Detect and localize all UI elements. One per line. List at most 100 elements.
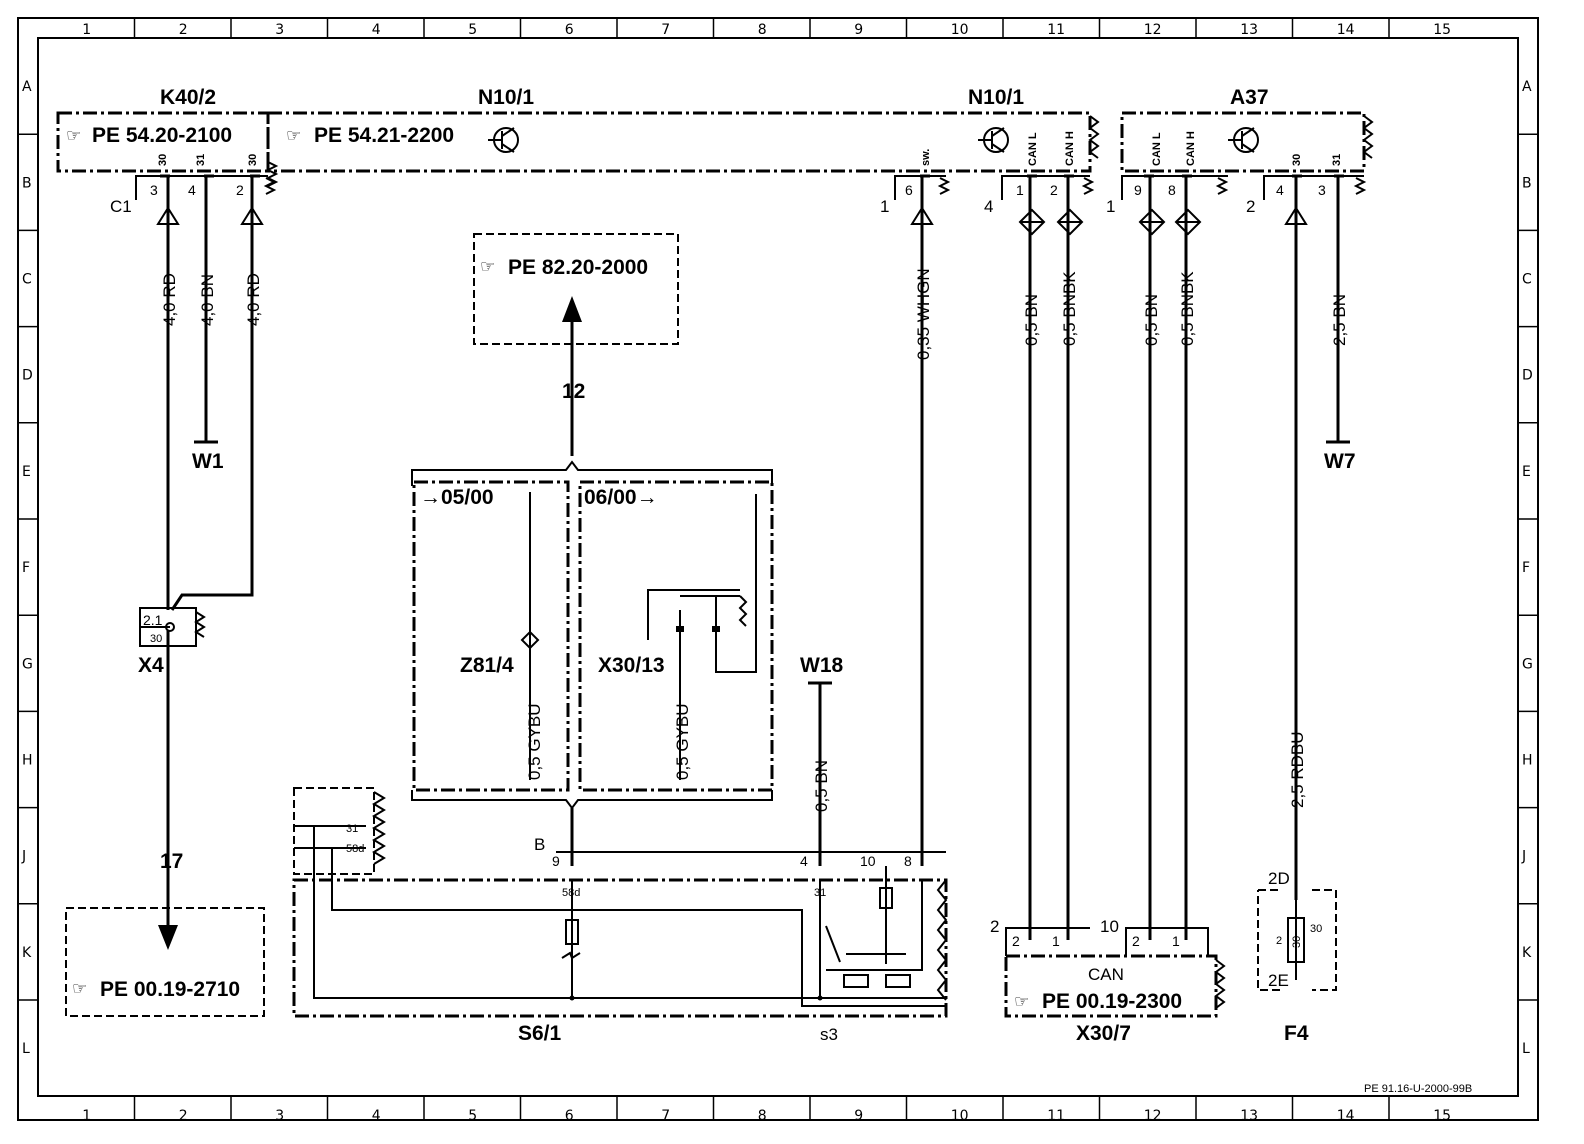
k40-2-pin-30b: 30 <box>247 154 259 166</box>
s6-1-b-label: B <box>534 835 545 854</box>
pe-82-ref: PE 82.20-2000 <box>508 256 648 279</box>
x30-7-ref: PE 00.19-2300 <box>1042 990 1182 1013</box>
frame: 1122334455667788991010111112121313141415… <box>17 17 1539 1124</box>
grid-col-bottom-7: 7 <box>661 1108 670 1124</box>
grid-row-right-J: J <box>1521 849 1526 865</box>
x30-7-group-2: 2 <box>990 917 999 936</box>
arrow-up-label: 12 <box>562 380 585 403</box>
n10-1-sw-connector: 1 6 <box>880 175 951 216</box>
n10-1-left-label: N10/1 <box>478 86 534 109</box>
f4-fuse-value: 30 <box>1291 936 1303 948</box>
f4-label: F4 <box>1284 1022 1309 1045</box>
grid-col-top-5: 5 <box>468 22 477 38</box>
grid-col-top-10: 10 <box>951 22 969 38</box>
x30-7-pin-1: 1 <box>1052 933 1060 949</box>
n10-1-ref-icon: ☞ <box>286 126 301 145</box>
grid-col-bottom-9: 9 <box>854 1108 863 1124</box>
grid-col-bottom-4: 4 <box>372 1108 381 1124</box>
variant-right-label: 06/00→ <box>584 486 658 509</box>
grid-col-bottom-15: 15 <box>1433 1108 1451 1124</box>
grid-col-bottom-3: 3 <box>275 1108 284 1124</box>
wire-n10-sw: 0,35 WHGN <box>914 268 933 360</box>
grid-col-bottom-10: 10 <box>951 1108 969 1124</box>
a37-can-pin-9: 9 <box>1134 182 1142 198</box>
wire-can2-h: 0,5 BNBK <box>1178 271 1197 346</box>
a37-pin-can-l: CAN L <box>1151 132 1163 166</box>
connector-arrows <box>156 206 1308 236</box>
x30-7-pin-2: 2 <box>1012 933 1020 949</box>
grid-col-bottom-6: 6 <box>565 1108 574 1124</box>
z81-4-label: Z81/4 <box>460 654 514 677</box>
n10-1-sw-connector-label: 1 <box>880 197 889 216</box>
grid-col-top-9: 9 <box>854 22 863 38</box>
a37-can-connector: 1 9 8 <box>1106 175 1229 216</box>
grid-row-right-B: B <box>1522 175 1532 191</box>
k40-2-connector: C1 3 4 2 <box>110 175 277 216</box>
s6-1-pin-9: 9 <box>552 853 560 869</box>
x30-13-label: X30/13 <box>598 654 665 677</box>
wire-f4: 2,5 RDBU <box>1288 731 1307 808</box>
n10-1-can-connector-label: 4 <box>984 197 993 216</box>
k40-2-ref-icon: ☞ <box>66 126 81 145</box>
grid-row-left-J: J <box>21 849 26 865</box>
pe-00-2710-icon: ☞ <box>72 979 87 998</box>
k40-2-pin-num-2: 2 <box>236 182 244 198</box>
grid-row-left-C: C <box>22 272 32 288</box>
f4-top-label: 2D <box>1268 869 1290 888</box>
grid-col-bottom-12: 12 <box>1144 1108 1162 1124</box>
grid-row-right-F: F <box>1522 560 1530 576</box>
grid-col-top-3: 3 <box>275 22 284 38</box>
grid-col-bottom-11: 11 <box>1047 1108 1065 1124</box>
w7-label: W7 <box>1324 450 1356 473</box>
grid-row-right-C: C <box>1522 272 1532 288</box>
x30-7-pin-1b: 1 <box>1172 933 1180 949</box>
n10-1-can-pin-2: 2 <box>1050 182 1058 198</box>
f4-bottom-label: 2E <box>1268 971 1289 990</box>
footer-code: PE 91.16-U-2000-99B <box>1364 1083 1472 1095</box>
wire-z81: 0,5 GYBU <box>525 703 544 780</box>
wire-can1-h: 0,5 BNBK <box>1060 271 1079 346</box>
pe-00-2710-ref: PE 00.19-2710 <box>100 978 240 1001</box>
wire-k40-a: 4,0 RD <box>160 273 179 326</box>
variant-group: →05/00 06/00→ Z81/4 0,5 GYBU X30/13 0,5 … <box>411 460 774 810</box>
n10-1-transistor-icon-left <box>488 127 519 153</box>
grid-row-right-D: D <box>1522 368 1533 384</box>
n10-1-module: N10/1 N10/1 ☞ PE 54.21-2200 sw. CAN L CA… <box>266 86 1100 173</box>
f4-pin-2: 2 <box>1276 935 1282 947</box>
pe-82-box: ☞ PE 82.20-2000 <box>473 233 679 345</box>
grid-row-left-H: H <box>22 753 33 769</box>
x30-7-can: CAN <box>1088 965 1124 984</box>
wire-x30-13: 0,5 GYBU <box>673 703 692 780</box>
a37-power-pin-3: 3 <box>1318 182 1326 198</box>
grid-row-left-A: A <box>22 79 32 95</box>
k40-2-connector-label: C1 <box>110 197 132 216</box>
pe-82-icon: ☞ <box>480 257 495 276</box>
x30-7-ref-icon: ☞ <box>1014 992 1029 1011</box>
s6-1-pin-8: 8 <box>904 853 912 869</box>
grid-col-top-6: 6 <box>565 22 574 38</box>
n10-1-can-pin-1: 1 <box>1016 182 1024 198</box>
grid-row-left-K: K <box>22 945 32 961</box>
a37-power-pin-4: 4 <box>1276 182 1284 198</box>
x30-7-label: X30/7 <box>1076 1022 1131 1045</box>
wire-k40-c: 4,0 RD <box>244 273 263 326</box>
k40-2-pin-30a: 30 <box>157 154 169 166</box>
x4-label: X4 <box>138 654 164 677</box>
grid-col-bottom-8: 8 <box>758 1108 767 1124</box>
s6-1-pin-10: 10 <box>860 853 876 869</box>
n10-1-right-label: N10/1 <box>968 86 1024 109</box>
k40-2-pin-num-3: 3 <box>150 182 158 198</box>
grid-col-bottom-5: 5 <box>468 1108 477 1124</box>
k40-2-ref: PE 54.20-2100 <box>92 124 232 147</box>
n10-1-sw-pin-6: 6 <box>905 182 913 198</box>
a37-power-connector-label: 2 <box>1246 197 1255 216</box>
arrow-down-label: 17 <box>160 850 183 873</box>
s6-1-pin-31: 31 <box>346 823 358 835</box>
k40-2-pin-31: 31 <box>195 154 207 166</box>
a37-pin-can-h: CAN H <box>1185 131 1197 166</box>
grid-row-right-H: H <box>1522 753 1533 769</box>
wire-a37-31: 2,5 BN <box>1330 294 1349 346</box>
a37-pin-30: 30 <box>1291 154 1303 166</box>
